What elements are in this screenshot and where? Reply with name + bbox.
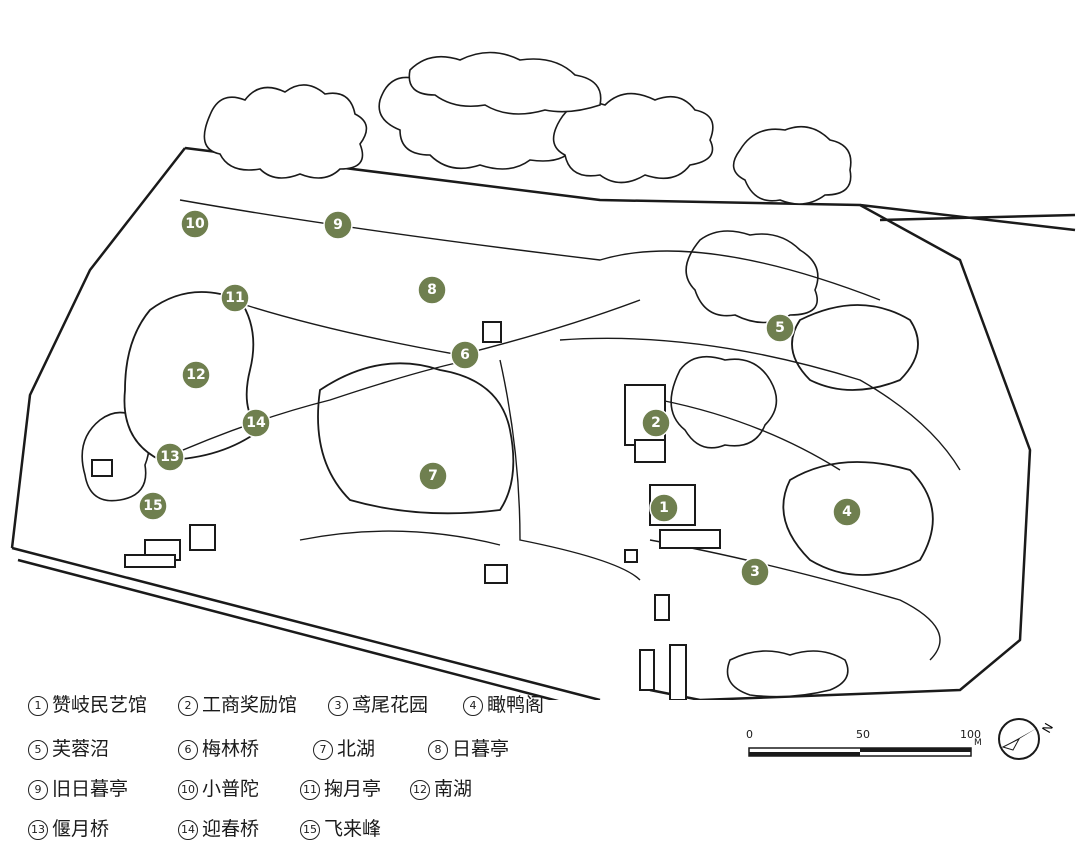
svg-text:9: 9 [333,217,343,233]
marker-6[interactable]: 6 [450,340,480,370]
marker-3[interactable]: 3 [740,557,770,587]
svg-text:12: 12 [186,367,205,383]
svg-text:10: 10 [185,216,205,232]
svg-text:5: 5 [775,320,785,336]
svg-text:6: 6 [460,347,470,363]
scale-unit: M [974,738,982,748]
marker-1[interactable]: 1 [649,493,679,523]
scale-tick-label: 0 [746,728,753,741]
marker-4[interactable]: 4 [832,497,862,527]
svg-text:14: 14 [246,415,266,431]
svg-text:3: 3 [750,564,760,580]
scale-bar: 0 50 100 M [746,728,986,768]
marker-2[interactable]: 2 [641,408,671,438]
tree-masses [81,51,852,698]
marker-8[interactable]: 8 [417,275,447,305]
marker-15[interactable]: 15 [138,491,168,521]
marker-5[interactable]: 5 [765,313,795,343]
scale-tick-label: 100 [960,728,981,741]
marker-10[interactable]: 10 [180,209,210,239]
marker-7[interactable]: 7 [418,461,448,491]
marker-9[interactable]: 9 [323,210,353,240]
svg-text:11: 11 [225,290,244,306]
footpaths [159,199,961,661]
park-map: 1 2 3 4 5 6 7 8 9 10 11 12 13 14 15 [10,51,1076,700]
marker-11[interactable]: 11 [220,283,250,313]
svg-text:7: 7 [428,468,438,484]
marker-14[interactable]: 14 [241,408,271,438]
north-label: N [1039,721,1056,736]
svg-text:8: 8 [427,282,437,298]
marker-13[interactable]: 13 [155,442,185,472]
location-markers: 1 2 3 4 5 6 7 8 9 10 11 12 13 14 15 [138,209,862,587]
svg-text:1: 1 [659,500,669,516]
svg-text:15: 15 [143,498,162,514]
svg-text:2: 2 [651,415,661,431]
svg-text:4: 4 [842,504,852,520]
marker-12[interactable]: 12 [181,360,211,390]
scale-bar-graphic [748,747,972,757]
scale-tick-label: 50 [856,728,870,741]
svg-text:13: 13 [160,449,179,465]
north-arrow-icon: N [998,718,1056,760]
